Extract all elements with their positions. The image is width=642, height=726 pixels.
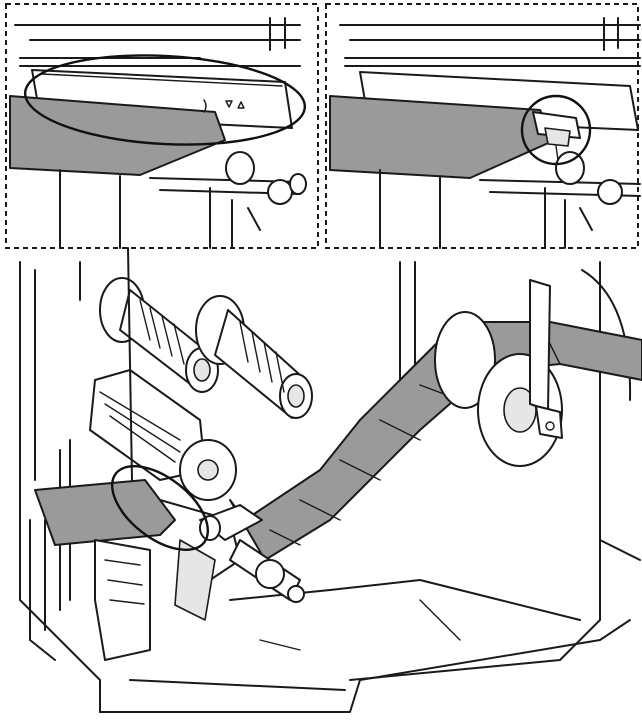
inset-right-border: [325, 3, 639, 249]
ribbon-rewind-spindle: [195, 295, 313, 419]
inset-left: [9, 17, 307, 249]
inset-left-border: [5, 3, 319, 249]
media-guide-arm: [529, 279, 551, 411]
media-sheet: [9, 95, 226, 176]
ribbon-supply-spindle: [99, 277, 219, 393]
guide-rollers: [199, 504, 305, 603]
print-head-assembly: [59, 369, 241, 611]
sensor-callout-oval: [23, 54, 307, 146]
media-holder: [434, 279, 563, 467]
down-arrow-icon: [225, 100, 233, 108]
front-mechanism: [94, 539, 151, 661]
inset-right: [329, 17, 641, 249]
media-sheet-right: [329, 95, 556, 179]
media-strip: [229, 321, 642, 561]
leader-line: [127, 247, 133, 481]
sensor-callout-circle: [520, 94, 592, 166]
up-arrow-icon: [237, 101, 245, 109]
main-sensor-callout-oval: [110, 464, 210, 552]
front-media-sheet: [34, 479, 176, 546]
main-view: [19, 247, 642, 713]
